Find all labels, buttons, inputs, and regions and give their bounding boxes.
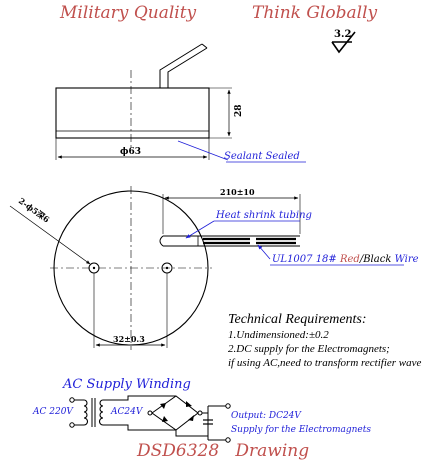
tech-requirement-line: 2.DC supply for the Electromagnets; [228,343,390,355]
tech-requirement-line: if using AC,need to transform rectifier … [228,357,422,369]
tech-requirements-title: Technical Requirements: [228,312,367,327]
technical-requirements: Technical Requirements: 1.Undimensioned:… [228,311,438,370]
wire-spec-wire: Wire [395,254,419,265]
wire-spec-prefix: UL1007 18# [272,254,340,265]
heat-shrink-callout: Heat shrink tubing [215,210,312,221]
wire-spec-black: /Black [359,254,395,265]
secondary-voltage-label: AC24V [110,407,144,417]
input-voltage-label: AC 220V [32,407,74,417]
diameter-dimension: ϕ63 [120,147,141,157]
lead-length-dimension: 210±10 [220,187,255,197]
bridge-rectifier [151,395,199,431]
sealant-callout: Sealant Sealed [224,151,300,162]
right-slogan: Think Globally [252,3,378,23]
wire-spec-callout: UL1007 18# Red/Black Wire [272,254,419,265]
surface-roughness-symbol: 3.2 [331,29,356,54]
height-dimension: 28 [234,104,244,117]
supply-circuit: AC Supply Winding AC 220V AC24V [32,377,371,443]
side-view: 28 ϕ63 Sealant Sealed [55,43,306,163]
output-note: Supply for the Electromagnets [231,425,371,435]
output-label: Output: DC24V [231,411,302,421]
transformer [83,398,104,427]
wire-spec-red: Red [339,254,360,265]
hole-dimension: 2-ϕ5深6 [17,196,52,225]
drawing-title: DSD6328 Drawing [136,441,309,460]
left-slogan: Military Quality [59,3,197,23]
center-distance-dimension: 32±0.3 [113,334,145,344]
magnet-body-side [55,87,210,139]
tech-requirement-line: 1.Undimensioned:±0.2 [228,329,329,341]
roughness-value: 3.2 [334,29,351,40]
circuit-title: AC Supply Winding [62,377,191,392]
